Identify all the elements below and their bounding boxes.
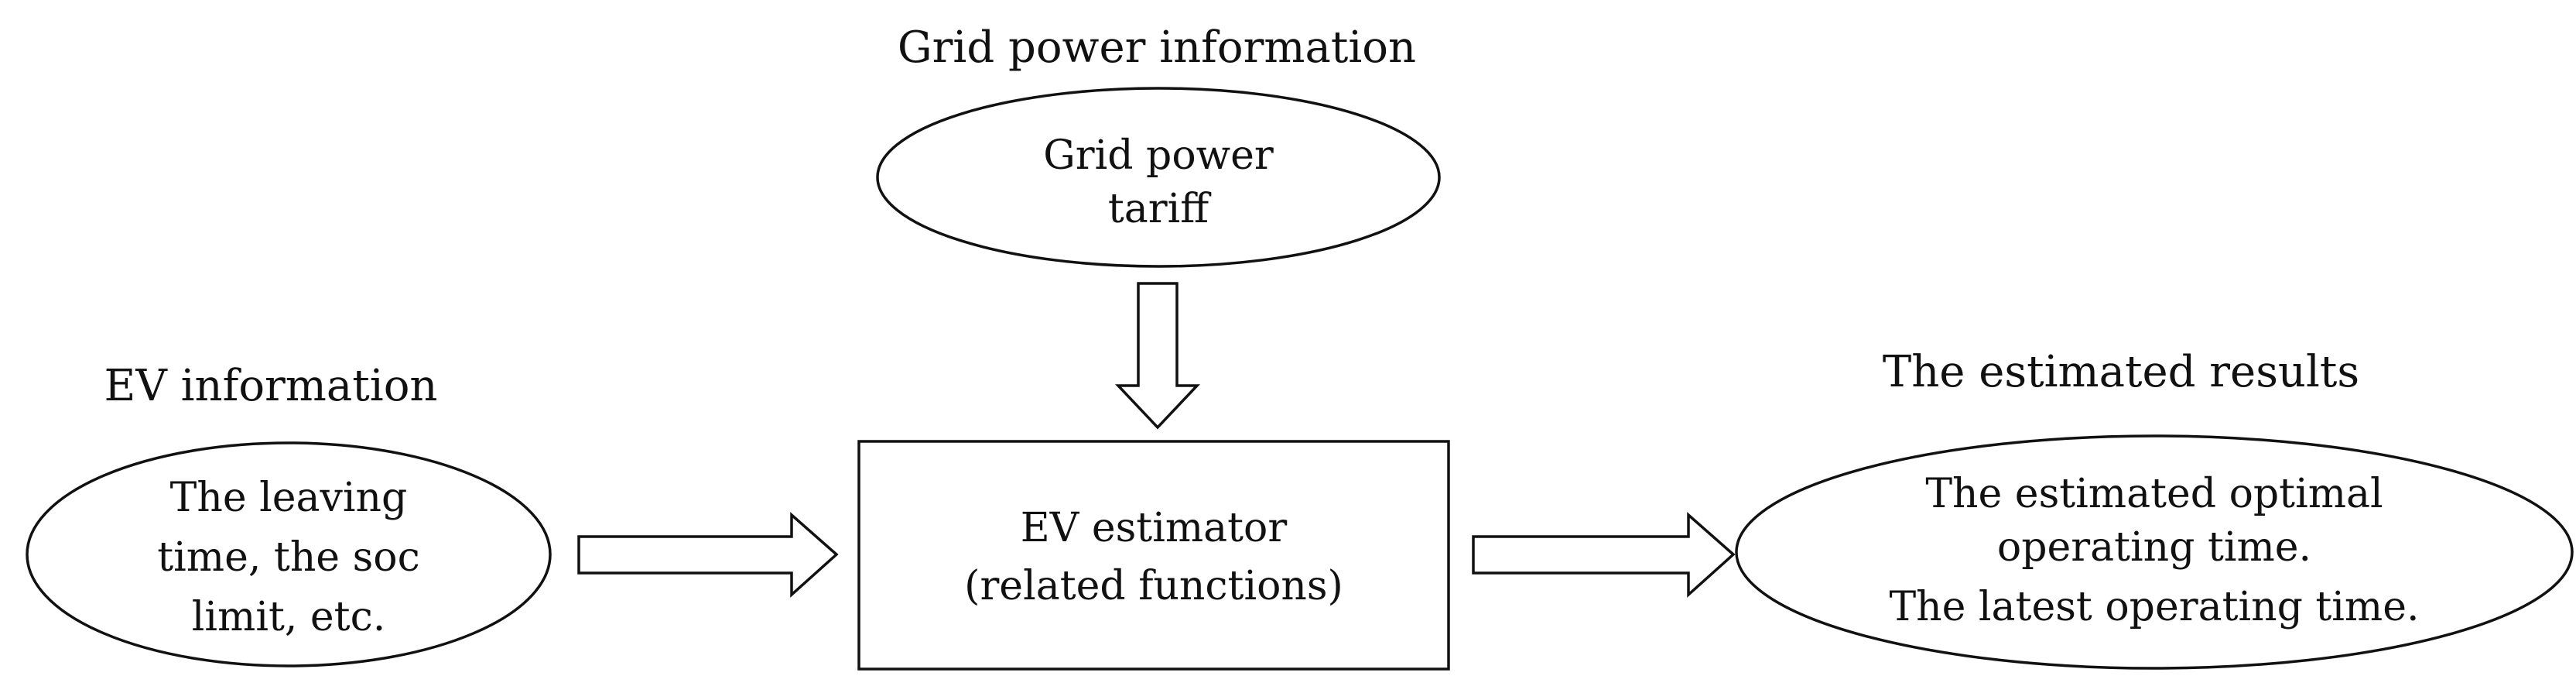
- estimated-results-line-3: The latest operating time.: [1889, 584, 2419, 630]
- ev-information-line-3: limit, etc.: [192, 594, 385, 640]
- grid-power-information-heading: Grid power information: [898, 22, 1416, 73]
- grid-power-tariff-line-2: tariff: [1108, 186, 1212, 232]
- estimated-results-heading: The estimated results: [1883, 347, 2359, 397]
- grid-power-tariff-line-1: Grid power: [1043, 132, 1274, 179]
- ev-information-line-1: The leaving: [170, 475, 408, 521]
- ev-estimator-box: [857, 440, 1450, 671]
- estimated-results-line-2: operating time.: [1997, 524, 2311, 571]
- ev-information-line-2: time, the soc: [157, 534, 419, 581]
- estimated-results-line-1: The estimated optimal: [1925, 471, 2383, 517]
- down-arrow-icon: [1114, 282, 1201, 430]
- ev-estimator-line-1: EV estimator: [1021, 505, 1288, 551]
- estimated-results-ellipse: [1735, 434, 2574, 670]
- ev-information-ellipse: [26, 441, 552, 667]
- right-arrow-icon-2: [1472, 512, 1736, 598]
- ev-information-heading: EV information: [104, 361, 438, 411]
- right-arrow-icon-1: [577, 512, 839, 598]
- ev-estimator-line-2: (related functions): [964, 563, 1343, 609]
- grid-power-tariff-ellipse: [876, 87, 1441, 268]
